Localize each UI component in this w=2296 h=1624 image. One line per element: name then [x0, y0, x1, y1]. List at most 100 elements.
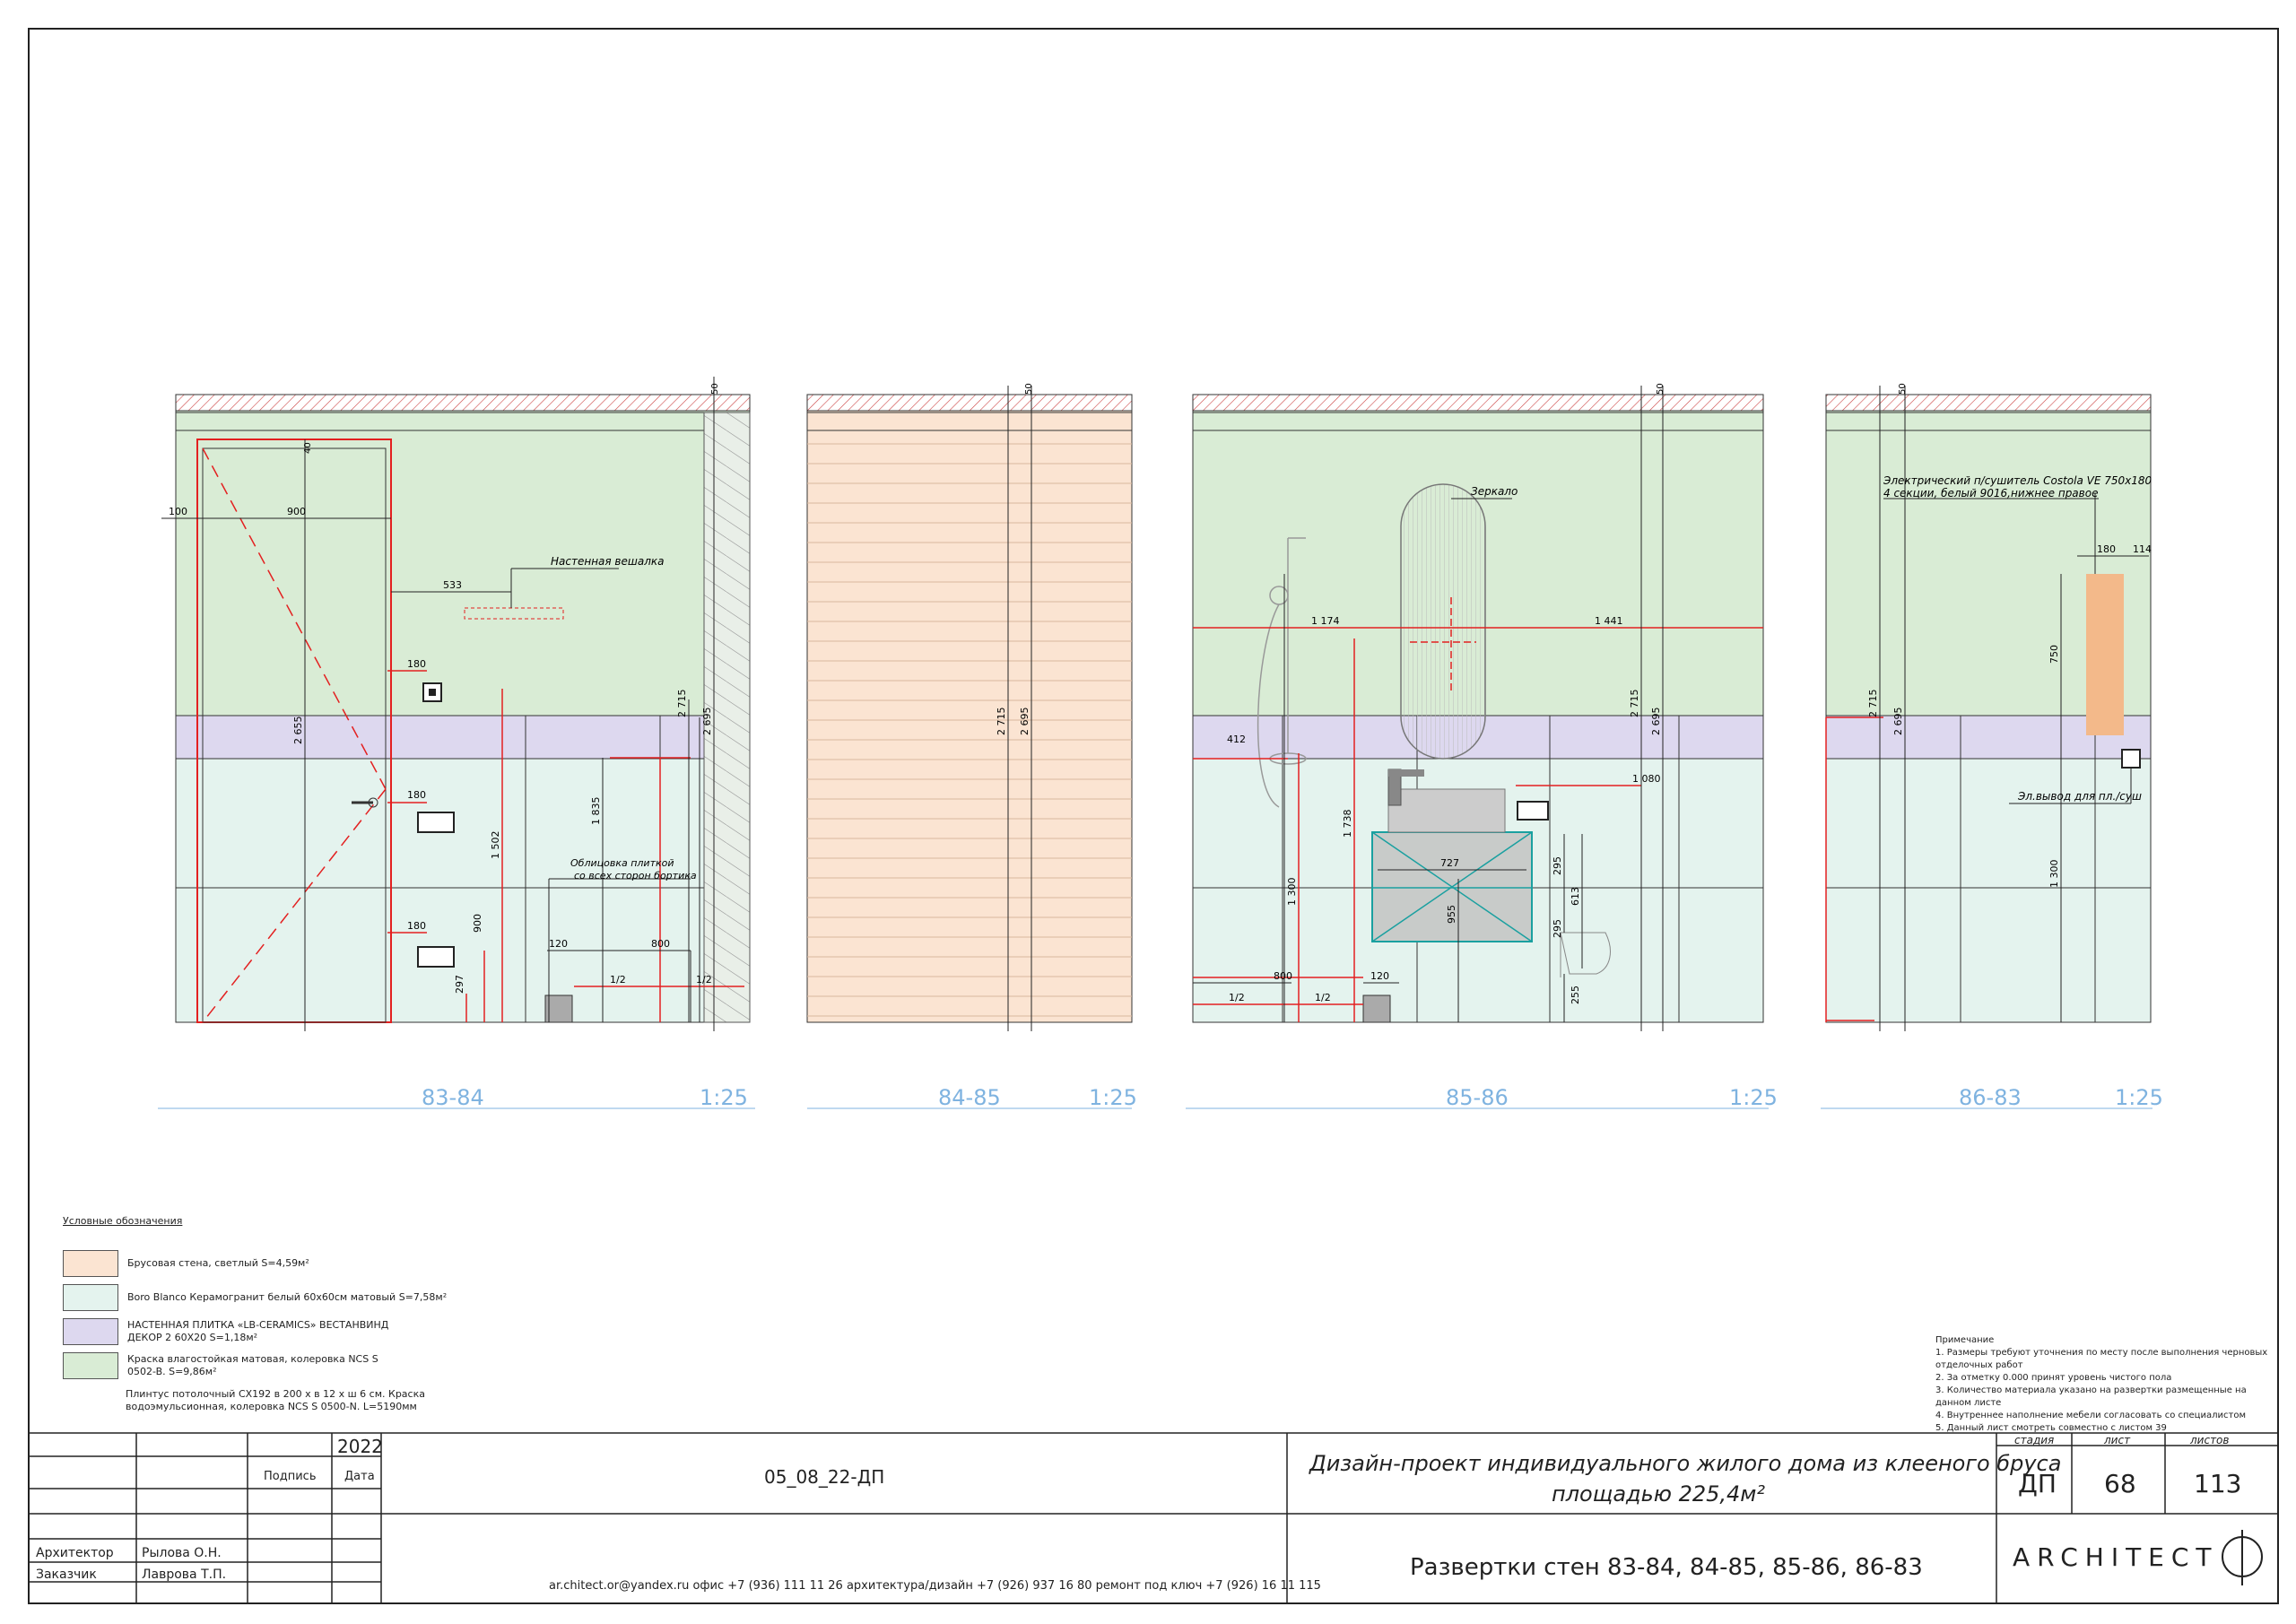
wall-hung-toilet [1560, 932, 1611, 977]
socket-vanity [1517, 801, 1549, 821]
dim-half-v3b: 1/2 [1315, 992, 1331, 1003]
dim-1441: 1 441 [1595, 615, 1623, 627]
dim-800-v3: 800 [1274, 970, 1292, 982]
dim-613: 613 [1570, 887, 1581, 906]
dim-412: 412 [1227, 734, 1246, 745]
callout-dryer-2: 4 секции, белый 9016,нижнее правое [1883, 487, 2098, 499]
dim-2695-v3: 2 695 [1650, 708, 1662, 736]
dim-120: 120 [549, 938, 568, 950]
callout-mirror: Зеркало [1471, 485, 1518, 498]
dim-900: 900 [287, 506, 306, 517]
legend-text: Boro Blanco Керамогранит белый 60х60см м… [127, 1291, 448, 1303]
tb-project-title-2: площадью 225,4м² [1552, 1481, 1765, 1507]
legend-text: Брусовая стена, светлый S=4,59м² [127, 1257, 309, 1269]
dim-180b: 180 [407, 789, 426, 801]
dryer-outlet [2121, 749, 2141, 769]
dim-1174: 1 174 [1311, 615, 1340, 627]
socket-double [417, 812, 455, 833]
legend-swatch-paint [63, 1352, 118, 1379]
dim-900v: 900 [472, 914, 483, 933]
dim-295a: 295 [1552, 856, 1563, 875]
tb-stage: ДП [2018, 1469, 2057, 1498]
legend-swatch-decor [63, 1318, 118, 1345]
tb-sheets-label: листов [2189, 1434, 2229, 1446]
dim-2715: 2 715 [676, 690, 688, 718]
dim-1080: 1 080 [1632, 773, 1661, 785]
dim-2695: 2 695 [701, 708, 713, 736]
title-block [28, 1432, 2279, 1604]
legend-swatch-wood [63, 1250, 118, 1277]
tb-architect-role: Архитектор [36, 1546, 114, 1560]
shower-set [1257, 537, 1307, 808]
tb-sheet-title: Развертки стен 83-84, 84-85, 85-86, 86-8… [1410, 1554, 1923, 1581]
view-label-83-84: 83-84 [422, 1085, 484, 1110]
dim-955: 955 [1446, 905, 1457, 924]
dim-295b: 295 [1552, 919, 1563, 938]
callout-hanger: Настенная вешалка [551, 555, 665, 568]
view-scale-83-84: 1:25 [700, 1085, 748, 1110]
callout-tile-2: со всех сторон бортика [574, 870, 697, 881]
legend-text: НАСТЕННАЯ ПЛИТКА «LB-CERAMICS» ВЕСТАНВИН… [127, 1319, 389, 1343]
tb-sheet-label: лист [2103, 1434, 2131, 1446]
dim-180-v4: 180 [2097, 543, 2116, 555]
notes: Примечание 1. Размеры требуют уточнения … [1935, 1334, 2269, 1435]
dim-255: 255 [1570, 986, 1581, 1004]
elevation-86-83: Электрический п/сушитель Costola VE 750x… [1825, 383, 2152, 1031]
legend-text: Краска влагостойкая матовая, колеровка N… [127, 1353, 378, 1377]
dim-half-2: 1/2 [696, 974, 712, 986]
tb-client-role: Заказчик [36, 1568, 97, 1582]
tb-year: 2022 [337, 1436, 383, 1457]
dim-2695-v2: 2 695 [1019, 708, 1031, 736]
elevation-84-85: 2 715 2 695 50 [806, 383, 1133, 1031]
dim-180a: 180 [407, 658, 426, 670]
dim-half-v3a: 1/2 [1229, 992, 1245, 1003]
mirror [1400, 483, 1486, 760]
view-label-86-83: 86-83 [1959, 1085, 2022, 1110]
tb-logo-text: ARCHITECT [2013, 1542, 2219, 1572]
tb-date-label: Дата [344, 1470, 375, 1483]
wall-hanger [464, 607, 564, 620]
dim-2715-v2: 2 715 [996, 708, 1007, 736]
dim-750: 750 [2048, 645, 2060, 664]
tb-contacts: ar.chitect.or@yandex.ru офис +7 (936) 11… [549, 1579, 1321, 1593]
dim-40: 40 [303, 442, 313, 454]
legend-extra: Плинтус потолочный CX192 в 200 х в 12 х … [126, 1388, 425, 1412]
dim-2715-v4: 2 715 [1867, 690, 1879, 718]
dim-100: 100 [169, 506, 187, 517]
callout-tile-1: Облицовка плиткой [570, 857, 674, 869]
elevation-85-86: Зеркало 1 174 1 441 412 1 738 1 300 1 08… [1192, 383, 1764, 1031]
callout-outlet: Эл.вывод для пл./суш [2017, 790, 2142, 803]
dim-533: 533 [443, 579, 462, 591]
dim-120-v3: 120 [1370, 970, 1389, 982]
dim-800: 800 [651, 938, 670, 950]
dim-50-v2: 50 [1024, 383, 1034, 395]
dim-2715-v3: 2 715 [1629, 690, 1640, 718]
tb-sheets: 113 [2194, 1469, 2241, 1498]
tb-sign-label: Подпись [264, 1470, 316, 1483]
legend-item: Boro Blanco Керамогранит белый 60х60см м… [63, 1281, 502, 1315]
dim-1300-v4: 1 300 [2048, 860, 2060, 889]
note-item: 1. Размеры требуют уточнения по месту по… [1935, 1348, 2268, 1370]
view-scale-84-85: 1:25 [1089, 1085, 1137, 1110]
dim-1502: 1 502 [490, 831, 501, 860]
tb-client-name: Лаврова Т.П. [142, 1568, 226, 1582]
callout-dryer-1: Электрический п/сушитель Costola VE 750x… [1883, 474, 2152, 487]
dim-114: 114 [2133, 543, 2152, 555]
legend-item: Брусовая стена, светлый S=4,59м² [63, 1246, 502, 1281]
dim-50: 50 [710, 383, 720, 395]
notes-title: Примечание [1935, 1335, 1995, 1345]
tb-architect-name: Рылова О.Н. [142, 1546, 222, 1560]
note-item: 3. Количество материала указано на разве… [1935, 1385, 2247, 1408]
legend-item: НАСТЕННАЯ ПЛИТКА «LB-CERAMICS» ВЕСТАНВИН… [63, 1315, 502, 1349]
legend-swatch-tile [63, 1284, 118, 1311]
note-item: 5. Данный лист смотреть совместно с лист… [1935, 1423, 2167, 1433]
dim-180c: 180 [407, 920, 426, 932]
view-scale-86-83: 1:25 [2115, 1085, 2163, 1110]
legend-item: Краска влагостойкая матовая, колеровка N… [63, 1349, 502, 1383]
view-scale-85-86: 1:25 [1729, 1085, 1778, 1110]
dim-2695-v4: 2 695 [1892, 708, 1904, 736]
architect-logo-icon [2222, 1530, 2263, 1585]
dim-half: 1/2 [610, 974, 626, 986]
tb-sheet: 68 [2104, 1469, 2136, 1498]
floor-drain [544, 994, 573, 1023]
